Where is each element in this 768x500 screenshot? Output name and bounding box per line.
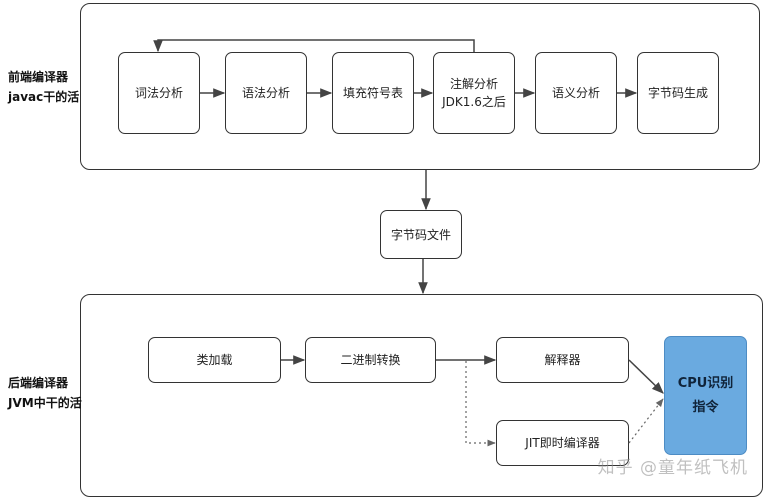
node-class-loading: 类加载 <box>148 337 281 383</box>
node-semantic-label: 语义分析 <box>551 86 600 100</box>
frontend-compiler-label: 前端编译器 javac干的活 <box>8 67 79 107</box>
edge-binary-to-jit-dotted <box>465 361 496 447</box>
backend-compiler-panel <box>80 294 763 497</box>
edge-interpreter-to-cpu <box>628 359 664 394</box>
backend-compiler-label: 后端编译器 JVM中干的活 <box>8 373 82 413</box>
node-binary-label: 二进制转换 <box>340 353 401 367</box>
node-class-loading-label: 类加载 <box>196 353 233 367</box>
frontend-title-line2: javac干的活 <box>8 90 80 104</box>
backend-title-line2: JVM中干的活 <box>8 396 82 410</box>
node-binary-conversion: 二进制转换 <box>305 337 436 383</box>
node-syntax-label: 语法分析 <box>241 86 290 100</box>
watermark: 知乎 @童年纸飞机 <box>597 458 748 478</box>
node-bytecode-file-label: 字节码文件 <box>390 227 451 242</box>
node-annotation-line1: 注解分析 <box>449 77 498 91</box>
node-annotation-line2: JDK1.6之后 <box>442 95 506 109</box>
node-symbol-table: 填充符号表 <box>332 52 414 134</box>
node-annotation-analysis: 注解分析 JDK1.6之后 <box>433 52 515 134</box>
node-syntax-analysis: 语法分析 <box>225 52 307 134</box>
node-cpu-line1: CPU识别 <box>677 375 734 391</box>
node-jit-label: JIT即时编译器 <box>525 436 600 450</box>
node-interpreter: 解释器 <box>496 337 629 383</box>
node-cpu-instructions: CPU识别 指令 <box>664 336 747 455</box>
node-lexical-label: 词法分析 <box>134 86 183 100</box>
node-cpu-line2: 指令 <box>692 399 719 415</box>
node-bytecode-file: 字节码文件 <box>380 210 462 259</box>
frontend-title-line1: 前端编译器 <box>8 70 69 84</box>
node-jit-compiler: JIT即时编译器 <box>496 420 629 466</box>
node-bytecode-generation: 字节码生成 <box>637 52 719 134</box>
backend-title-line1: 后端编译器 <box>8 376 69 390</box>
node-lexical-analysis: 词法分析 <box>118 52 200 134</box>
node-interpreter-label: 解释器 <box>544 353 581 367</box>
edge-jit-to-cpu-dotted <box>628 398 664 444</box>
edge-annotation-loop-back <box>153 39 475 53</box>
node-semantic-analysis: 语义分析 <box>535 52 617 134</box>
node-symbol-label: 填充符号表 <box>342 86 403 100</box>
node-bytecode-gen-label: 字节码生成 <box>647 86 708 100</box>
